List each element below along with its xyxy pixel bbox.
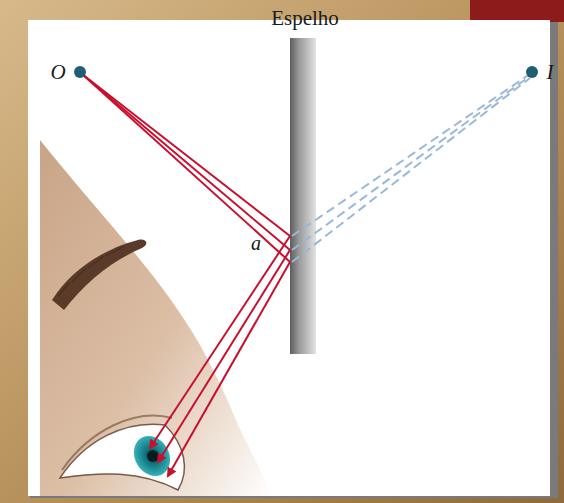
image-label: I [547, 62, 554, 83]
object-label: O [50, 62, 65, 83]
mirror-label: Espelho [271, 8, 339, 29]
point-label: a [251, 233, 261, 253]
